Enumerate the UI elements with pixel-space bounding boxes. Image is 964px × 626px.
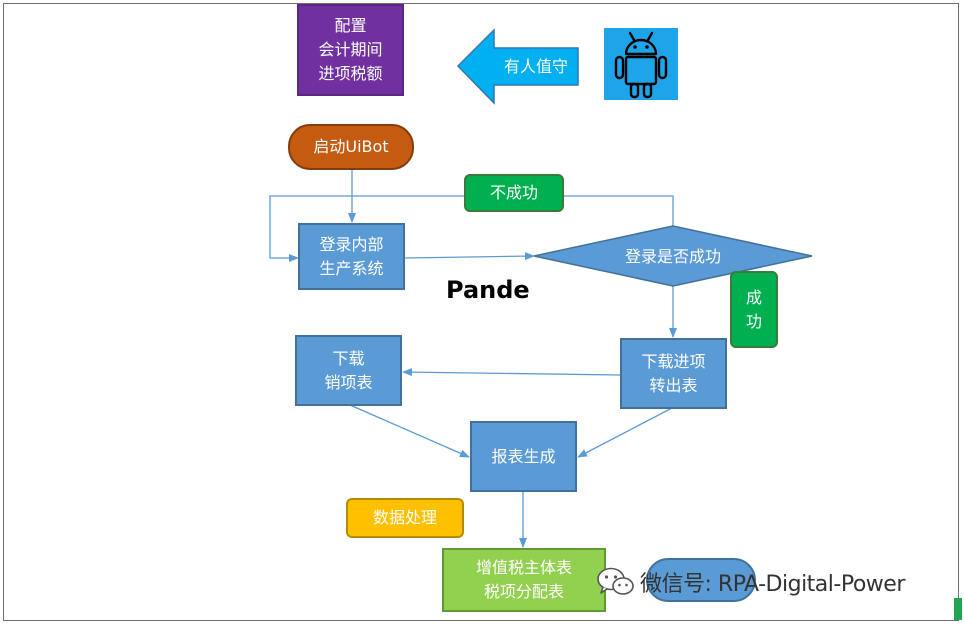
pande-watermark: Pande xyxy=(446,276,530,304)
connector-login-to-check xyxy=(404,252,535,261)
login-system-label: 登录内部 生产系统 xyxy=(319,234,384,278)
corner-mark xyxy=(954,598,962,620)
report-label: 报表生成 xyxy=(491,446,556,466)
connector-input-to-sales xyxy=(402,368,621,377)
wechat-watermark: 微信号: RPA-Digital-Power xyxy=(596,564,905,600)
data-processing-label: 数据处理 xyxy=(372,508,437,527)
login-check-label: 登录是否成功 xyxy=(624,247,721,266)
duty-arrow-shape xyxy=(456,28,579,105)
download-input-box: 下载进项 转出表 xyxy=(620,338,727,409)
connector-fail-loop xyxy=(269,195,674,262)
download-sales-box: 下载 销项表 xyxy=(295,335,402,406)
end-node xyxy=(646,558,756,602)
login-check-label-wrap: 登录是否成功 xyxy=(590,244,756,270)
config-label: 配置 会计期间 进项税额 xyxy=(318,16,383,83)
download-sales-label: 下载 销项表 xyxy=(324,348,373,392)
vat-tables-label: 增值税主体表 税项分配表 xyxy=(475,558,572,601)
android-robot-icon xyxy=(604,28,678,100)
config-box: 配置 会计期间 进项税额 xyxy=(297,4,404,96)
duty-label: 有人值守 xyxy=(503,56,568,76)
vat-tables-box: 增值税主体表 税项分配表 xyxy=(442,548,606,612)
connector-input-to-report xyxy=(577,407,673,458)
start-uibot-label: 启动UiBot xyxy=(313,137,389,156)
wechat-icon xyxy=(596,566,636,598)
data-processing-badge: 数据处理 xyxy=(346,498,464,538)
success-badge: 成 功 xyxy=(730,271,778,348)
fail-badge: 不成功 xyxy=(464,174,564,212)
start-uibot-node: 启动UiBot xyxy=(288,124,414,170)
wechat-id-text: 微信号: RPA-Digital-Power xyxy=(640,572,905,597)
login-system-box: 登录内部 生产系统 xyxy=(298,223,405,290)
connector-sales-to-report xyxy=(349,404,470,458)
diagram-frame xyxy=(3,3,959,621)
report-box: 报表生成 xyxy=(470,421,577,492)
fail-label: 不成功 xyxy=(489,183,538,202)
success-label: 成 功 xyxy=(745,287,762,331)
download-input-label: 下载进项 转出表 xyxy=(641,351,706,395)
duty-label-wrap: 有人值守 xyxy=(494,48,578,85)
